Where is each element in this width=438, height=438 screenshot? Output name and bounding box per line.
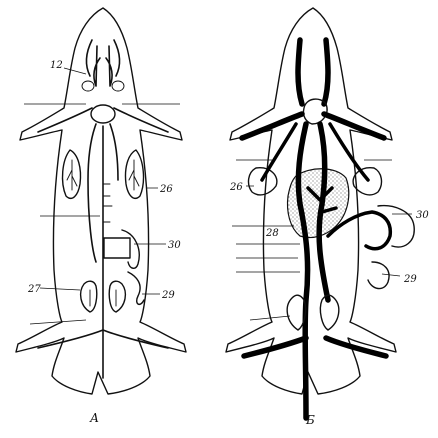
panel-b-label-26: 26 bbox=[229, 182, 243, 193]
panel-a: 12 26 30 27 29 А bbox=[16, 8, 186, 425]
panel-a-label-26: 26 bbox=[159, 184, 173, 195]
panel-b-vena-cava bbox=[298, 124, 307, 418]
panel-b-label-29: 29 bbox=[403, 274, 417, 285]
panel-a-eye-right bbox=[112, 81, 124, 91]
panel-a-kidney-right bbox=[109, 281, 125, 312]
panel-a-organ-box bbox=[104, 238, 130, 258]
panel-a-body-outline bbox=[16, 8, 186, 394]
panel-b-label-30: 30 bbox=[416, 210, 429, 221]
panel-b-caption: Б bbox=[305, 413, 315, 427]
panel-b-head-veins bbox=[298, 40, 328, 104]
panel-b-label-28: 28 bbox=[265, 228, 279, 239]
panel-a-lung-right bbox=[125, 150, 143, 198]
panel-a-caption: А bbox=[89, 411, 99, 425]
panel-a-intestine-loop bbox=[128, 272, 144, 304]
panel-a-label-29: 29 bbox=[161, 290, 175, 301]
panel-a-label-12: 12 bbox=[50, 60, 63, 71]
panel-b-stomach bbox=[378, 206, 414, 247]
panel-b: 26 28 30 29 Б bbox=[226, 8, 429, 427]
panel-a-head-veins bbox=[86, 40, 119, 86]
panel-b-intestine bbox=[368, 262, 389, 289]
panel-a-kidney-left bbox=[81, 281, 97, 312]
panel-a-side-branches bbox=[103, 184, 112, 222]
panel-a-leaders bbox=[24, 68, 180, 324]
panel-a-lung-left bbox=[63, 150, 81, 198]
panel-a-label-27: 27 bbox=[27, 284, 41, 295]
panel-a-eye-left bbox=[82, 81, 94, 91]
panel-a-heart bbox=[91, 105, 115, 123]
panel-a-label-30: 30 bbox=[168, 240, 181, 251]
